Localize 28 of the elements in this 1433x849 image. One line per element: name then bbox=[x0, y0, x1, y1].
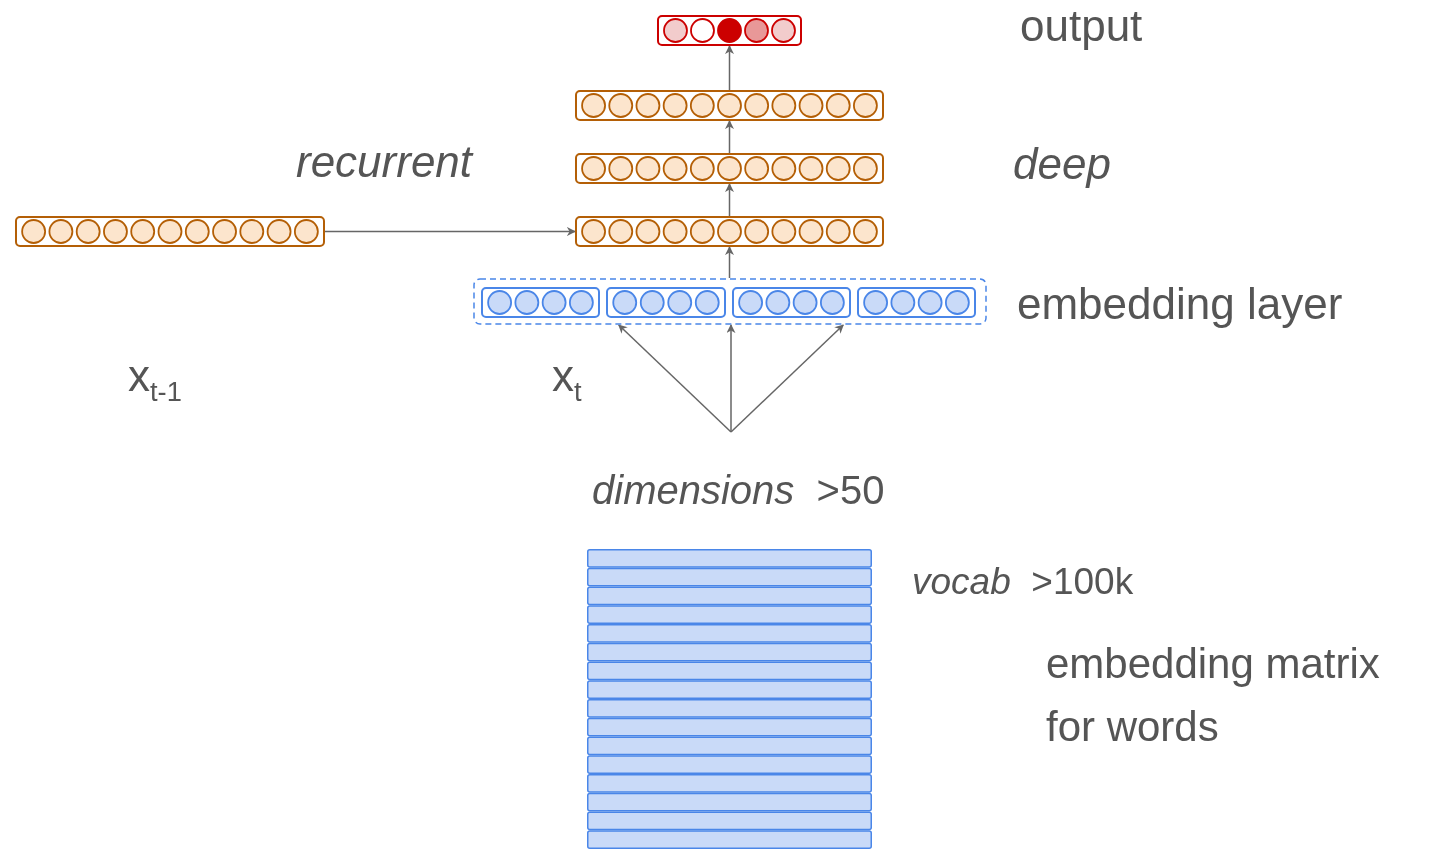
input-label: x$_{t-1}$ bbox=[128, 350, 182, 409]
embedding-layer bbox=[473, 278, 987, 325]
arrow bbox=[730, 324, 844, 433]
layer-label: output bbox=[1020, 0, 1143, 52]
neuron-layer bbox=[481, 287, 600, 318]
matrix-label: embedding matrix for words bbox=[1046, 639, 1381, 752]
neuron-layer bbox=[575, 216, 884, 247]
neuron-layer bbox=[575, 153, 884, 184]
embedding-matrix bbox=[587, 549, 872, 849]
arrow bbox=[725, 120, 734, 154]
arrow bbox=[618, 324, 732, 433]
layer-label: embedding layer bbox=[1017, 278, 1343, 330]
neuron-layer bbox=[732, 287, 851, 318]
arrow bbox=[725, 45, 734, 91]
dimension-label: dimensions >50 bbox=[592, 467, 885, 514]
arrow bbox=[725, 183, 734, 217]
vocab-label: vocab >100k bbox=[912, 560, 1134, 604]
neuron-layer bbox=[15, 216, 325, 247]
neuron-layer bbox=[857, 287, 976, 318]
arrow bbox=[725, 246, 734, 279]
neuron-layer bbox=[575, 90, 884, 121]
layer-label: recurrent bbox=[296, 136, 473, 188]
neuron-layer bbox=[606, 287, 726, 318]
arrow bbox=[324, 227, 576, 236]
neuron-layer bbox=[657, 15, 802, 46]
input-label: x$_{t}$ bbox=[552, 350, 582, 409]
layer-label: deep bbox=[1013, 138, 1111, 190]
arrow bbox=[726, 324, 736, 433]
